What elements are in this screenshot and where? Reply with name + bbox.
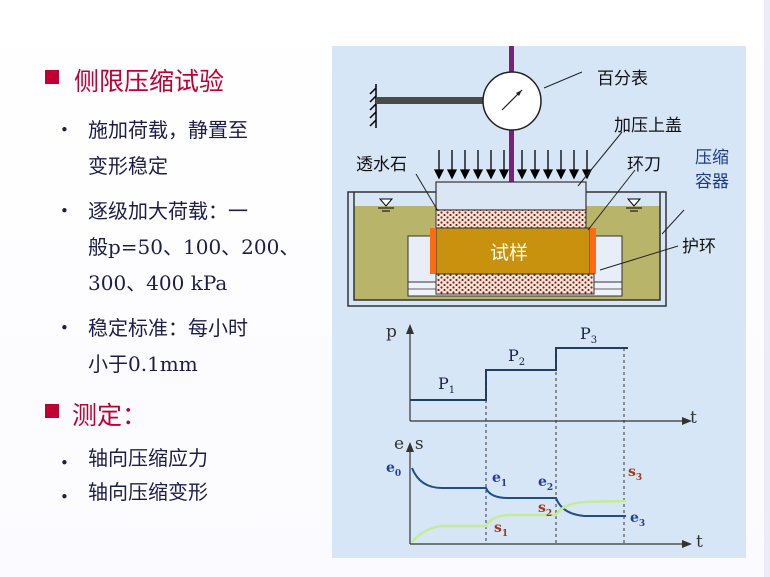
s3-label: s3 — [628, 464, 643, 483]
porous-stone-top — [435, 209, 587, 229]
load-label-p1: P1 — [438, 374, 456, 397]
label-sample: 试样 — [490, 242, 529, 264]
leader-loading-cap — [577, 131, 623, 187]
label-container: 压缩 容器 — [695, 146, 729, 194]
label-ring-knife: 环刀 — [627, 155, 661, 175]
label-porous-stone: 透水石 — [356, 155, 407, 175]
bullet-4-line-1: 轴向压缩应力 — [88, 446, 208, 470]
graph2-ylabel: e s — [394, 434, 424, 454]
e2-label: e2 — [538, 474, 554, 493]
e0-label: e0 — [386, 460, 402, 479]
heading-main: 侧限压缩试验 — [74, 67, 225, 96]
water-level-marker-left — [378, 198, 394, 212]
gauge-arm — [376, 97, 484, 104]
label-container-line-2: 容器 — [695, 172, 729, 192]
figure-svg — [347, 46, 692, 548]
bullet-3-line-2: 小于0.1mm — [88, 352, 198, 376]
bullet-dot: • — [60, 202, 69, 220]
bullet-2-line-3: 300、400 kPa — [88, 271, 228, 295]
graph-e-s-t — [406, 442, 692, 548]
load-step-line — [410, 347, 628, 401]
wall-support — [369, 84, 377, 128]
e1-label: e1 — [492, 470, 508, 489]
bullet-1-line-2: 变形稳定 — [88, 154, 168, 178]
soil-sample — [435, 227, 591, 275]
graph2-xlabel: t — [696, 532, 703, 552]
leader-container — [661, 209, 685, 235]
bullet-dot: • — [60, 319, 69, 337]
slide-border — [764, 0, 770, 577]
load-label-p3: P3 — [580, 324, 598, 347]
s-curve — [411, 499, 627, 543]
bullet-1-line-1: 施加荷载，静置至 — [88, 118, 248, 142]
ring-knife-left — [430, 228, 436, 274]
label-guard-ring: 护环 — [682, 237, 716, 257]
load-label-p2: P2 — [508, 346, 526, 369]
s2-label: s2 — [538, 500, 553, 519]
heading-bullet-square — [45, 70, 59, 84]
graph1-xlabel: t — [690, 408, 697, 428]
s1-label: s1 — [494, 520, 509, 539]
leader-dial-gauge — [543, 71, 583, 89]
graph-p-t — [406, 324, 692, 544]
figure-panel: 百分表 加压上盖 透水石 环刀 压缩 容器 护环 试样 p t P1 P2 P3… — [332, 46, 746, 558]
bullet-dot: • — [60, 488, 69, 506]
bullet-dot: • — [60, 121, 69, 139]
ring-knife-right — [590, 228, 596, 274]
dial-gauge-icon — [482, 71, 542, 131]
load-arrows — [433, 150, 593, 180]
water-level-marker-right — [626, 198, 642, 212]
leader-ring-knife — [587, 169, 636, 231]
leader-guard-ring — [599, 245, 679, 271]
heading-measure: 测定： — [72, 401, 148, 430]
leader-porous-stone — [415, 173, 439, 212]
heading-bullet-square — [45, 404, 59, 418]
bullet-dot: • — [60, 454, 69, 472]
bullet-5-line-1: 轴向压缩变形 — [88, 480, 208, 504]
bullet-2-line-2: 般p=50、100、200、 — [88, 235, 300, 259]
label-dial-gauge: 百分表 — [597, 69, 648, 89]
e-curve — [411, 467, 626, 517]
e3-label: e3 — [630, 510, 646, 529]
graph1-ylabel: p — [386, 322, 397, 342]
loading-cap — [435, 181, 587, 211]
bullet-3-line-1: 稳定标准：每小时 — [88, 316, 248, 340]
label-loading-cap: 加压上盖 — [614, 116, 682, 136]
label-container-line-1: 压缩 — [695, 148, 729, 168]
bullet-2-line-1: 逐级加大荷载：一 — [88, 199, 248, 223]
porous-stone-bottom — [435, 273, 595, 295]
